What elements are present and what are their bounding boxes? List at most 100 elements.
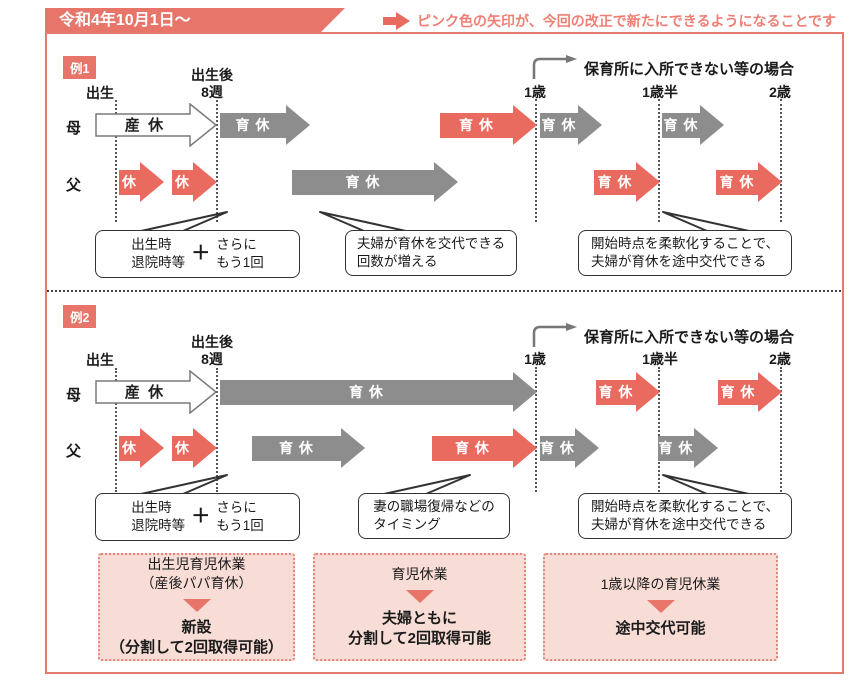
arrow-label: 育 休 [279, 440, 314, 456]
triangle-down-icon [405, 589, 434, 603]
axis-8weeks: 8週 [201, 84, 223, 100]
content-frame [45, 32, 844, 674]
mother-childcare-leave-arrow-new: 育 休 [440, 105, 537, 145]
arrow-label: 育 休 [720, 384, 756, 400]
plus-sign: ＋ [191, 506, 211, 528]
mother-row-label: 母 [66, 387, 82, 404]
arrow-head-icon [578, 105, 602, 145]
triangle-down-icon [646, 599, 675, 613]
hook-arrow-icon [532, 323, 577, 347]
arrow-head-icon [286, 105, 310, 145]
arrow-head-icon [341, 428, 365, 468]
axis-age1: 1歳 [524, 351, 546, 367]
callout-tail [140, 474, 228, 495]
arrow-label: 休 [175, 174, 190, 190]
father-row-label: 父 [66, 177, 82, 194]
timeline-line-birth [115, 100, 117, 222]
maternity-leave-label: 産 休 [124, 117, 166, 134]
father-row-label: 父 [66, 443, 82, 460]
arrow-head-icon [758, 372, 782, 412]
maternity-leave-label: 産 休 [124, 384, 166, 401]
arrow-head-icon [193, 162, 217, 202]
father-postnatal-leave-arrow: 休 [119, 162, 164, 202]
example2-note: 保育所に入所できない等の場合 [584, 329, 795, 346]
arrow-head-icon [694, 428, 718, 468]
timeline-line-birth [115, 368, 117, 492]
callout-birth-leave: 出生時退院時等 ＋ さらにもう1回 [95, 493, 300, 541]
arrow-label: 育 休 [598, 384, 634, 400]
timeline-line-age1 [535, 99, 537, 222]
dotted-divider [47, 290, 841, 292]
timeline-line-age1half [658, 367, 660, 492]
arrow-label: 育 休 [345, 174, 381, 190]
father-childcare-leave-arrow: 育 休 [658, 428, 718, 468]
mother-row-label: 母 [66, 120, 82, 137]
arrow-label: 休 [122, 440, 137, 456]
arrow-label: 育 休 [658, 440, 694, 456]
callout-birth-leave: 出生時退院時等 ＋ さらにもう1回 [95, 230, 300, 278]
arrow-head-icon [636, 162, 660, 202]
mother-childcare-leave-arrow: 育 休 [220, 105, 310, 145]
date-banner: 令和4年10月1日～ [45, 8, 345, 34]
arrow-label: 育 休 [597, 174, 633, 190]
mother-childcare-leave-arrow-new: 育 休 [596, 372, 660, 412]
legend-text: ピンク色の矢印が、今回の改正で新たにできるようになることです [417, 13, 837, 29]
summary-box-after-age1: 1歳以降の育児休業 途中交代可能 [543, 553, 778, 661]
maternity-leave-arrow [95, 370, 218, 414]
arrow-label: 休 [175, 440, 190, 456]
plus-sign: ＋ [191, 243, 211, 265]
arrow-head-icon [636, 372, 660, 412]
mother-childcare-leave-arrow: 育 休 [540, 105, 602, 145]
timeline-line-age2 [780, 99, 782, 222]
arrow-head-icon [193, 428, 217, 468]
arrow-head-icon [434, 162, 458, 202]
hook-arrow-icon [532, 55, 577, 79]
arrow-label: 休 [122, 174, 137, 190]
example2-badge: 例2 [63, 305, 97, 328]
mother-childcare-leave-arrow: 育 休 [220, 372, 537, 412]
pink-arrow-icon [383, 12, 410, 30]
arrow-label: 育 休 [540, 440, 575, 456]
father-childcare-leave-arrow-new: 育 休 [432, 428, 537, 468]
arrow-label: 育 休 [541, 117, 577, 133]
father-childcare-leave-arrow: 育 休 [252, 428, 365, 468]
timeline-line-8weeks [216, 100, 218, 222]
callout-tail [383, 474, 471, 495]
arrow-head-icon [140, 162, 164, 202]
arrow-label: 育 休 [663, 117, 699, 133]
maternity-leave-arrow [95, 103, 218, 147]
example1-note: 保育所に入所できない等の場合 [584, 61, 795, 78]
father-childcare-leave-arrow-new: 育 休 [594, 162, 660, 202]
axis-8weeks: 8週 [201, 351, 223, 367]
axis-age1: 1歳 [524, 84, 546, 100]
arrow-head-icon [513, 372, 537, 412]
callout-tail [319, 211, 407, 232]
arrow-head-icon [758, 162, 782, 202]
legend: ピンク色の矢印が、今回の改正で新たにできるようになることです [383, 11, 836, 31]
callout-flexible-start: 開始時点を柔軟化することで、夫婦が育休を途中交代できる [578, 493, 792, 539]
summary-box-papa-leave: 出生児育児休業 （産後パパ育休） 新設 （分割して2回取得可能） [98, 553, 295, 661]
arrow-head-icon [574, 428, 599, 468]
arrow-head-icon [513, 105, 537, 145]
axis-after-birth: 出生後 [191, 334, 233, 350]
triangle-down-icon [182, 599, 211, 613]
callout-return-timing: 妻の職場復帰などのタイミング [358, 493, 510, 539]
mother-childcare-leave-arrow-new: 育 休 [718, 372, 782, 412]
father-postnatal-leave-arrow: 休 [172, 162, 217, 202]
axis-age1half: 1歳半 [642, 84, 678, 100]
father-childcare-leave-arrow: 育 休 [292, 162, 458, 202]
arrow-label: 育 休 [719, 174, 755, 190]
timeline-line-8weeks [216, 368, 218, 492]
arrow-label: 育 休 [349, 384, 384, 400]
callout-swap-count: 夫婦が育休を交代できる回数が増える [345, 230, 517, 276]
arrow-head-icon [700, 105, 724, 145]
example1-badge: 例1 [63, 56, 97, 79]
callout-tail [662, 211, 750, 232]
axis-after-birth: 出生後 [191, 67, 233, 83]
father-postnatal-leave-arrow: 休 [172, 428, 217, 468]
father-childcare-leave-arrow: 育 休 [540, 428, 599, 468]
axis-age1half: 1歳半 [642, 351, 678, 367]
arrow-label: 育 休 [235, 117, 271, 133]
arrow-label: 育 休 [459, 117, 494, 133]
